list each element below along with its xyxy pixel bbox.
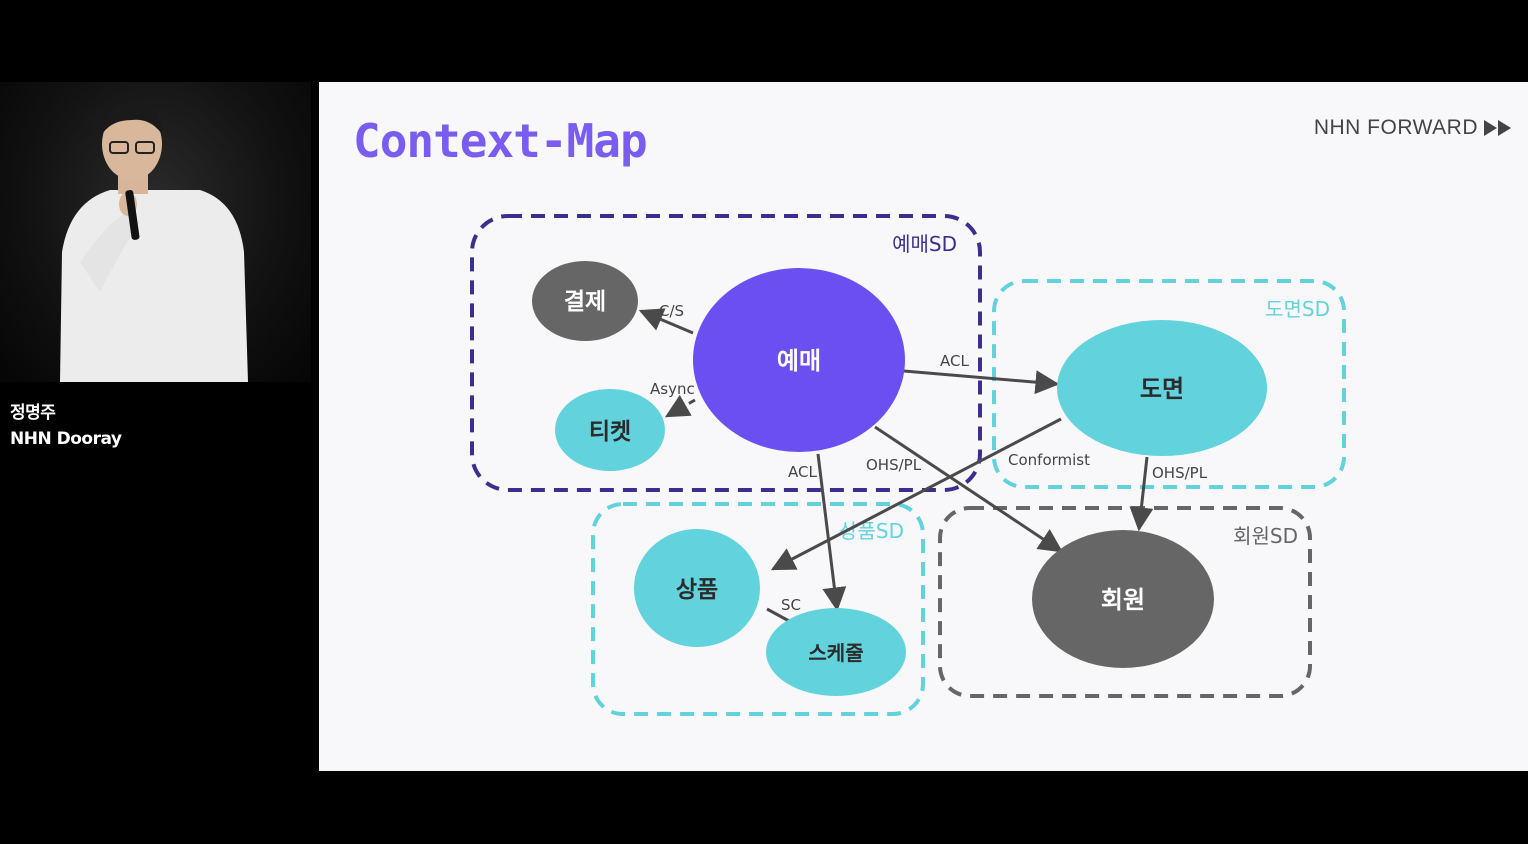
domain-sangpum-label: 상품SD — [839, 519, 904, 543]
context-gyeolje — [532, 261, 638, 341]
brand-name: NHN FORWARD — [1313, 116, 1478, 139]
context-schedule-label: 스케줄 — [808, 641, 863, 665]
relation-acl-domyeon-line — [903, 369, 1060, 395]
context-hoewon — [1032, 530, 1214, 668]
speaker-name: 정명주 — [10, 403, 56, 423]
domain-domyeon-label: 도면SD — [1265, 297, 1330, 321]
speaker-figure — [60, 103, 248, 382]
speaker-org: NHN Dooray — [10, 429, 122, 449]
relation-acl-schedule-line — [816, 453, 847, 612]
domain-yemae-boundary — [470, 214, 982, 492]
relation-conformist-label: Conformist — [1008, 451, 1090, 469]
context-yemae-label: 예매 — [777, 347, 821, 375]
context-gyeolje-label: 결제 — [564, 289, 606, 315]
context-domyeon — [1057, 320, 1267, 456]
domain-domyeon-boundary — [992, 279, 1346, 489]
domain-sangpum-boundary — [591, 502, 925, 716]
domain-hoewon-label: 회원SD — [1233, 524, 1298, 548]
fast-forward-icon — [1484, 120, 1514, 136]
context-sangpum — [634, 529, 760, 647]
relation-ohspl-domyeon-line — [1129, 456, 1154, 532]
domain-hoewon-boundary — [938, 506, 1312, 698]
context-ticket — [555, 389, 665, 471]
relation-ohspl-domyeon-label: OHS/PL — [1152, 464, 1208, 482]
context-hoewon-label: 회원 — [1101, 586, 1145, 614]
brand-logo: NHN FORWARD — [1314, 116, 1514, 140]
context-schedule — [766, 608, 906, 696]
relation-ohspl-hoewon-label: OHS/PL — [866, 456, 922, 474]
relation-cs-line — [638, 308, 694, 335]
context-sangpum-label: 상품 — [676, 577, 718, 603]
relation-async-label: Async — [650, 380, 695, 398]
relation-acl-schedule-label: ACL — [788, 463, 817, 481]
relation-cs-label: C/S — [659, 302, 684, 320]
context-domyeon-label: 도면 — [1140, 375, 1184, 403]
relation-acl-domyeon-label: ACL — [940, 352, 969, 370]
speaker-video — [0, 82, 311, 382]
domain-yemae-label: 예매SD — [892, 232, 957, 256]
relation-async-line — [664, 394, 696, 418]
slide: Context-Map NHN FORWARD 예매SD — [319, 82, 1528, 771]
relation-sc-label: SC — [781, 596, 801, 614]
context-map-diagram: 예매SD 도면SD 상품SD 회원SD C/S Async ACL ACL OH… — [470, 214, 1346, 716]
slide-title: Context-Map — [353, 114, 648, 168]
relation-sc-line — [766, 607, 790, 623]
context-ticket-label: 티켓 — [589, 419, 631, 445]
relation-ohspl-hoewon-line — [874, 425, 1063, 553]
speaker-caption: 정명주 NHN Dooray — [10, 400, 122, 452]
relation-conformist-line — [770, 417, 1062, 571]
context-yemae — [693, 268, 905, 452]
